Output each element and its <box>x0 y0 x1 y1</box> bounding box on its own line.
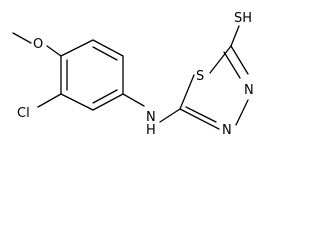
bond-ring-4 <box>92 93 124 111</box>
bond-nh-c5 <box>159 108 181 123</box>
bond-ring-double-2 <box>92 89 118 104</box>
bond-n4-c5 <box>179 108 220 130</box>
bond-c5-s <box>179 74 195 110</box>
ring-sulfur-label: S <box>196 69 204 84</box>
thiol-label: SH <box>234 11 252 26</box>
amine-h-label: H <box>146 123 156 138</box>
bond-ring-nh <box>122 93 145 107</box>
bond-methyl-o <box>12 32 32 44</box>
bond-c2-sh <box>230 25 240 47</box>
bond-n3-n4 <box>235 99 249 126</box>
bond-ring-double-1 <box>92 46 118 61</box>
structure-diagram: O Cl N H S SH N N <box>12 11 254 138</box>
oxygen-label: O <box>33 37 43 52</box>
bond-s-c2 <box>209 45 232 74</box>
ring-n4-label: N <box>222 123 232 138</box>
bond-c2-n3-double <box>223 51 241 79</box>
bond-n4-c5-double <box>185 106 217 123</box>
bond-ring-5 <box>60 93 94 111</box>
chlorine-label: Cl <box>17 106 30 121</box>
amine-n-label: N <box>146 110 156 125</box>
ring-n3-label: N <box>244 83 254 98</box>
bond-c2-n3 <box>230 45 249 75</box>
bond-ring-cl <box>37 93 62 108</box>
bond-ring-2 <box>92 39 124 57</box>
bond-ring-1 <box>60 39 94 57</box>
bond-o-ring <box>46 45 62 57</box>
